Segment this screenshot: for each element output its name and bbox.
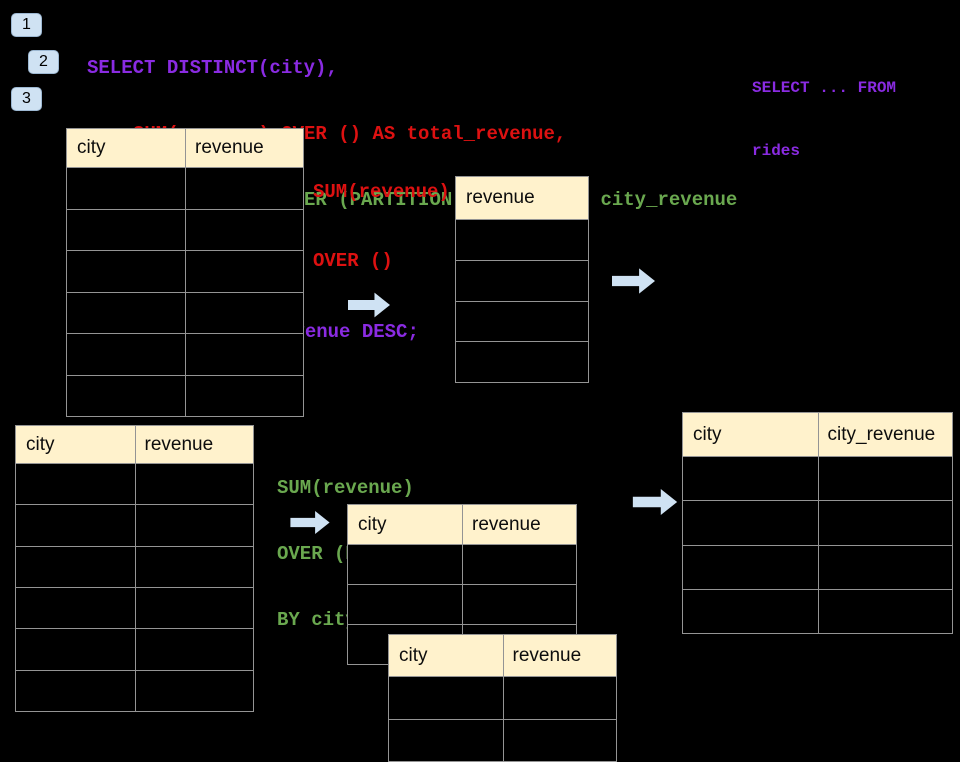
column-header-revenue: revenue (466, 187, 535, 208)
table-partition-front: city revenue (388, 634, 617, 762)
side-note-line: rides (752, 142, 801, 160)
column-header-revenue: revenue (144, 433, 214, 455)
column-divider (462, 505, 463, 664)
arrow-right-icon (632, 489, 678, 515)
table-source-bottom: city revenue (15, 425, 254, 712)
sql-line-select: SELECT DISTINCT(city), (87, 57, 338, 79)
table-row (456, 342, 588, 382)
step-badge-3: 3 (11, 87, 42, 111)
table-body (456, 220, 588, 382)
column-header-city: city (399, 644, 428, 666)
column-header-city: city (693, 423, 722, 445)
side-note-line: SELECT ... FROM (752, 79, 897, 97)
column-header-revenue: revenue (512, 644, 582, 666)
column-header-revenue: revenue (195, 137, 264, 158)
step-badge-1: 1 (11, 13, 42, 37)
arrow-right-icon (612, 268, 655, 294)
side-note: SELECT ... FROM rides (752, 36, 896, 204)
total-revenue-label: SUM(revenue) OVER () (313, 135, 450, 319)
table-source-top: city revenue (66, 128, 304, 417)
table-total-result: revenue (455, 176, 589, 383)
column-header-city: city (77, 137, 106, 158)
column-header-city-revenue: city_revenue (827, 423, 936, 445)
table-row (456, 220, 588, 261)
step-badge-label: 2 (39, 53, 48, 70)
column-header-revenue: revenue (472, 513, 541, 535)
step-badge-label: 1 (22, 16, 31, 33)
step-badge-2: 2 (28, 50, 59, 74)
arrow-right-icon (348, 292, 390, 318)
table-row (456, 302, 588, 343)
table-row (456, 261, 588, 302)
partition-label-line: SUM(revenue) (277, 477, 414, 499)
slide-canvas: 1 2 3 SELECT DISTINCT(city), SUM(revenue… (11, 13, 953, 762)
arrow-right-icon (290, 511, 330, 534)
step-badge-label: 3 (22, 90, 31, 107)
column-divider (817, 413, 819, 633)
table-final-result: city city_revenue (682, 412, 953, 634)
total-revenue-label-line: OVER () (313, 250, 393, 272)
column-header-city: city (26, 433, 55, 455)
table-header-row: revenue (456, 177, 588, 220)
column-divider (134, 426, 136, 711)
column-divider (185, 129, 186, 416)
column-header-city: city (358, 513, 387, 535)
column-divider (502, 635, 504, 761)
total-revenue-label-line: SUM(revenue) (313, 181, 450, 203)
